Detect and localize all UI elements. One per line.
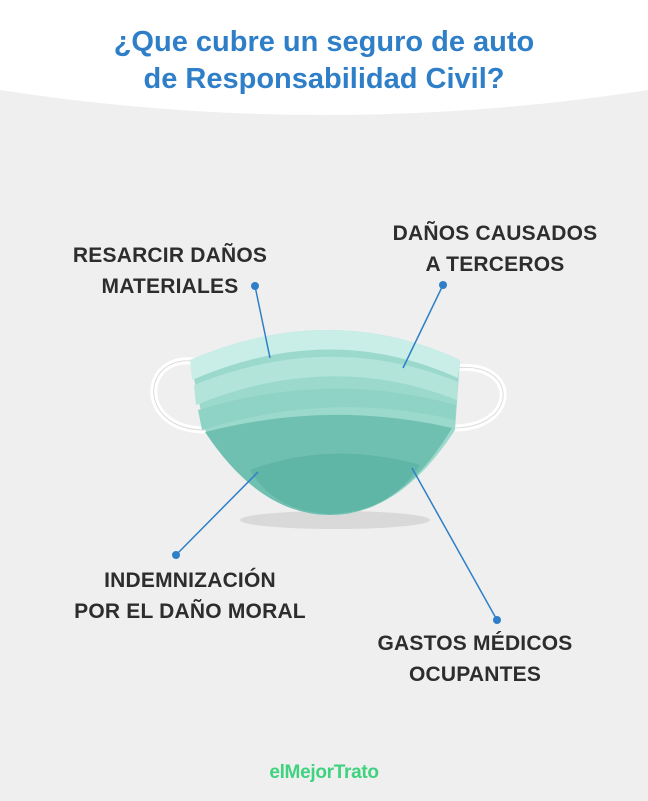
label-line: INDEMNIZACIÓN	[104, 569, 276, 592]
label-line: POR EL DAÑO MORAL	[74, 600, 306, 623]
pointer-dot-bottom-right	[493, 616, 501, 624]
mask-top-band	[190, 330, 460, 380]
label-line: GASTOS MÉDICOS	[377, 632, 573, 655]
left-ear-loop-outline	[153, 360, 206, 431]
label-indemnizacion: INDEMNIZACIÓN POR EL DAÑO MORAL	[40, 565, 340, 627]
pointer-line-bottom-left	[175, 471, 259, 556]
label-gastos-medicos: GASTOS MÉDICOS OCUPANTES	[340, 628, 610, 690]
label-line: OCUPANTES	[408, 663, 542, 686]
page-title: ¿Que cubre un seguro de auto de Responsa…	[0, 24, 648, 98]
pointer-dot-top-left	[251, 282, 259, 290]
pointer-line-top-right	[402, 284, 444, 369]
label-line: RESARCIR DAÑOS	[72, 244, 268, 267]
mask-fold-1	[194, 356, 458, 405]
label-line: MATERIALES	[101, 275, 239, 298]
label-line: DAÑOS CAUSADOS	[392, 222, 598, 245]
mask-shadow	[240, 511, 430, 529]
brand-logo: elMejorTrato	[269, 762, 379, 783]
title-line-2: de Responsabilidad Civil?	[143, 63, 505, 95]
right-ear-loop-outline	[449, 366, 504, 429]
mask-fold-2	[198, 388, 456, 430]
header-background	[0, 0, 648, 115]
title-line-1: ¿Que cubre un seguro de auto	[113, 26, 535, 58]
pointer-dot-bottom-left	[172, 551, 180, 559]
pointer-line-top-left	[254, 285, 271, 359]
label-resarcir-danos: RESARCIR DAÑOS MATERIALES	[40, 240, 300, 302]
pointer-line-bottom-right	[411, 467, 498, 621]
label-line: A TERCEROS	[425, 253, 565, 276]
label-danos-causados: DAÑOS CAUSADOS A TERCEROS	[360, 218, 630, 280]
pointer-dot-top-right	[439, 281, 447, 289]
mask-lower-shade	[250, 453, 420, 514]
